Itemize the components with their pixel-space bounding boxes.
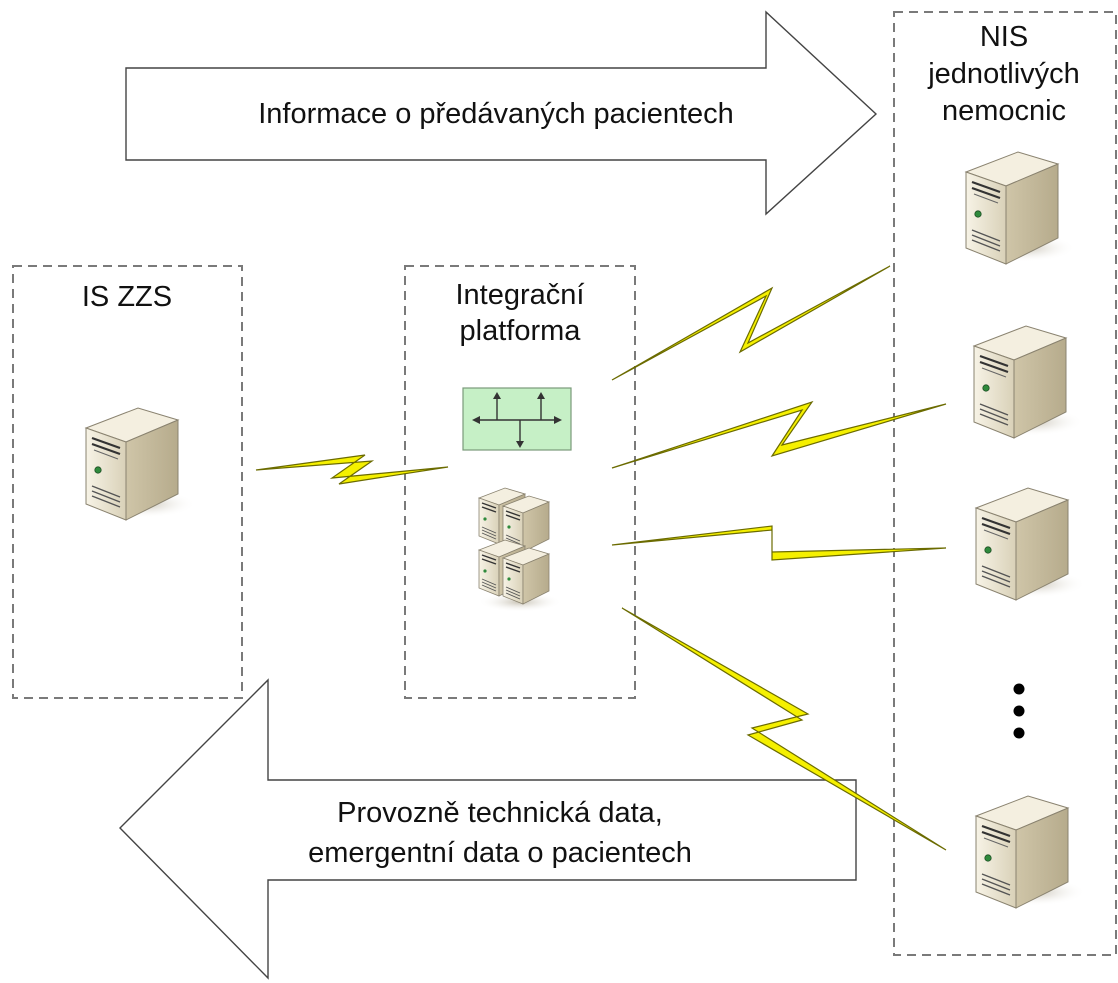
lightning-link-icon [621,607,947,851]
more-hospitals-ellipsis-icon [1013,683,1025,739]
integration-platform-title-line1: Integrační [456,279,585,311]
lightning-link-icon [611,525,947,561]
server-tower-icon [964,150,1078,266]
integration-platform-title-line2: platforma [460,315,582,347]
lightning-link-icon [611,400,947,469]
nis-title-line2: jednotlivých [927,58,1080,90]
server-tower-icon [974,794,1088,910]
lightning-link-icon [611,265,891,381]
lightning-link-icon [255,454,449,485]
bottom-arrow-label-line1: Provozně technická data, [337,797,663,829]
bottom-arrow-label-line2: emergentní data o pacientech [308,837,692,869]
server-tower-icon [84,406,198,522]
top-information-arrow [125,10,878,216]
integration-bus-icon [462,387,572,451]
server-tower-icon [974,486,1088,602]
server-tower-icon [972,324,1086,440]
is-zzs-title: IS ZZS [82,281,172,313]
nis-title-line3: nemocnic [942,95,1066,127]
nis-box [893,11,1117,956]
bottom-data-arrow [119,678,857,980]
nis-title-line1: NIS [980,21,1028,53]
top-arrow-label: Informace o předávaných pacientech [258,98,734,130]
server-cluster-icon [478,487,562,612]
